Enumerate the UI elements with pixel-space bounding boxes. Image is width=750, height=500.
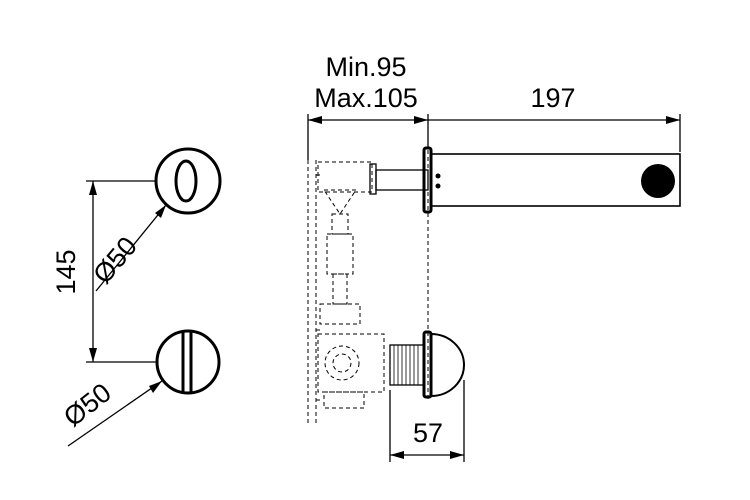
wall-depth-dimension: Min.95 Max.105 [307, 52, 429, 160]
bottom-diameter-label: Ø50 [58, 377, 117, 432]
side-view: Min.95 Max.105 197 [307, 52, 681, 462]
handle [389, 330, 465, 399]
bottom-diameter-leader: Ø50 [58, 377, 163, 447]
handle-projection-dimension: 57 [389, 380, 465, 462]
top-round-plate [154, 147, 222, 215]
vertical-spacing-label: 145 [51, 249, 81, 294]
top-diameter-leader: Ø50 [87, 204, 167, 292]
spout [369, 146, 681, 214]
aerator-icon [641, 164, 675, 198]
top-diameter-label: Ø50 [87, 231, 143, 289]
front-view: 145 Ø50 Ø50 [51, 147, 222, 447]
bottom-round-plate [155, 329, 221, 395]
spout-length-dimension: 197 [428, 83, 681, 152]
concealed-body [307, 160, 385, 425]
spout-length-label: 197 [530, 83, 575, 113]
vertical-spacing-dimension: 145 [51, 180, 156, 363]
handle-projection-label: 57 [413, 418, 443, 448]
wall-depth-min-label: Min.95 [325, 52, 406, 82]
wall-depth-max-label: Max.105 [314, 83, 418, 113]
